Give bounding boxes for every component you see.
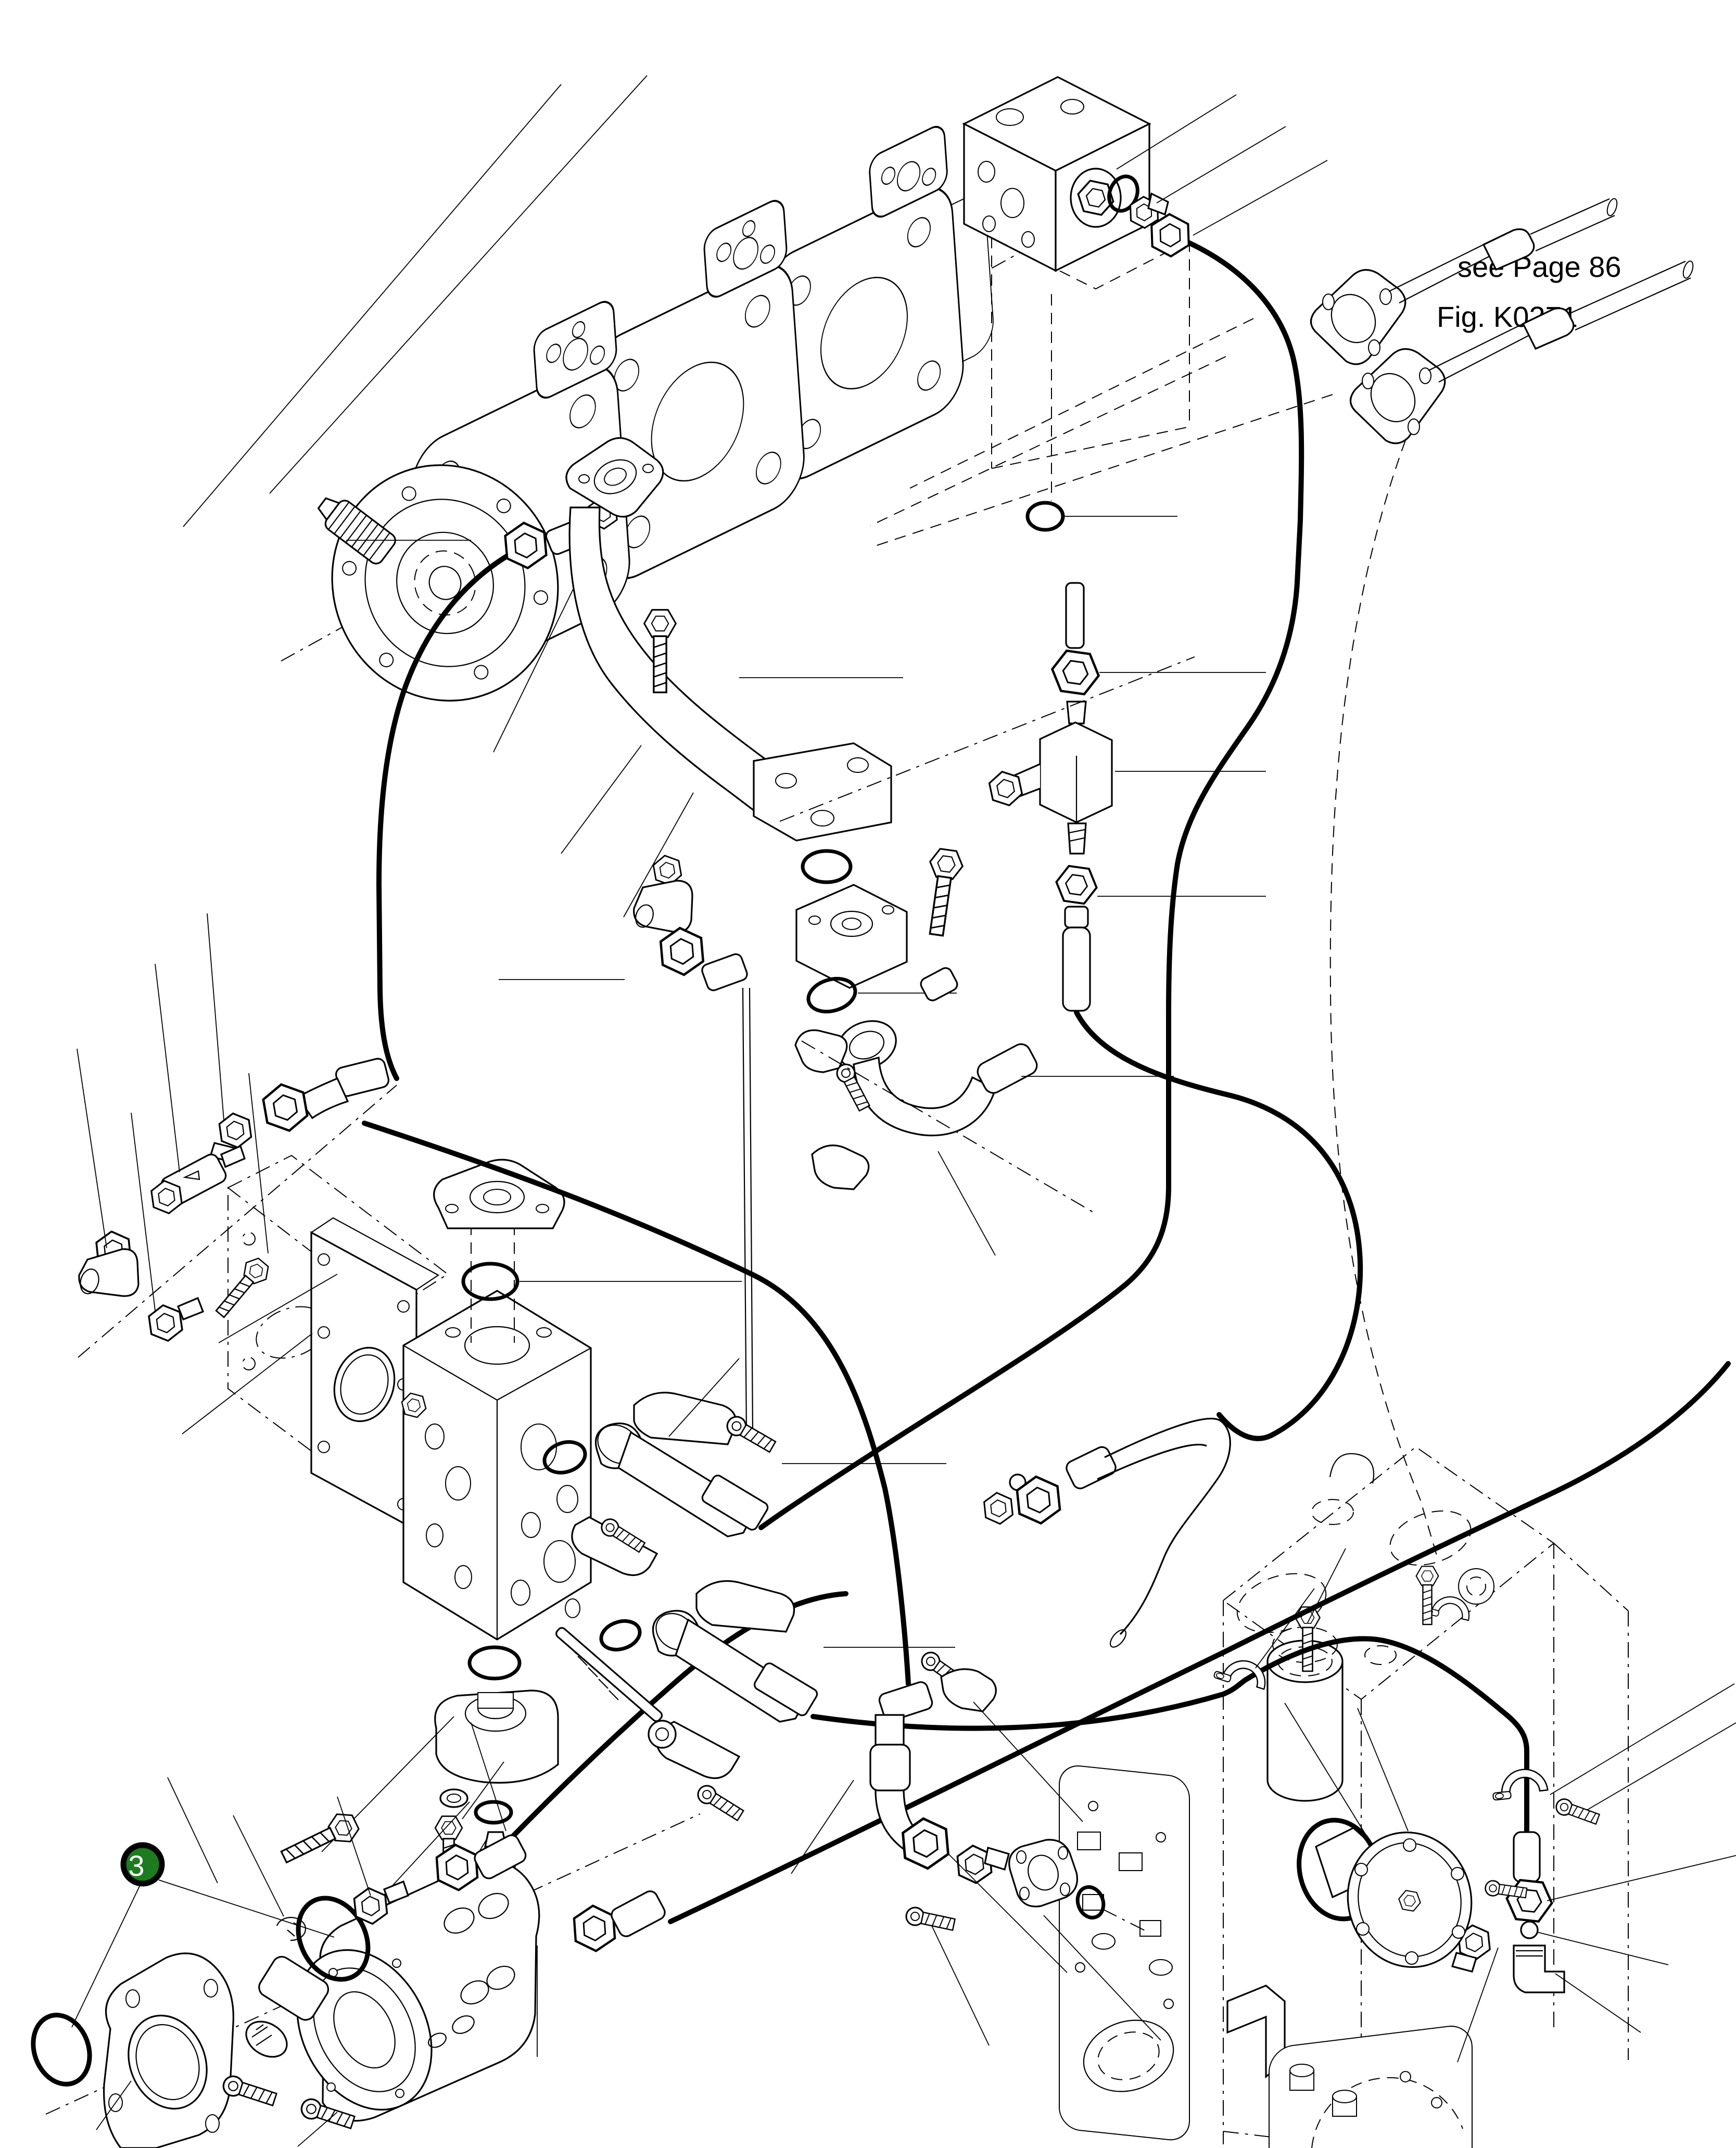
ref-flange-2	[1349, 260, 1694, 444]
hose-left-feed	[376, 545, 525, 1081]
gear-motor	[296, 1860, 540, 2122]
flange-elbow-tube	[565, 437, 892, 842]
elbow-90-fitting	[633, 852, 693, 933]
hose-to-tank	[810, 1636, 1529, 1834]
clamp-half-2	[811, 1145, 870, 1190]
elbow-hose	[256, 1058, 389, 1135]
flange-tube	[652, 1610, 818, 1723]
clamp-lower	[571, 1516, 658, 1577]
tank-fittings	[1213, 1548, 1736, 2063]
callout-badge-number: 3	[128, 1849, 144, 1882]
flange-tube	[594, 1422, 769, 1537]
elbow-fitting-90	[78, 1227, 140, 1297]
o-ring	[599, 1619, 642, 1651]
ref-flange-1	[1310, 198, 1618, 365]
manifold-block	[398, 1290, 592, 1641]
tank-bottom-plate	[1269, 2026, 1473, 2148]
page-reference-group: see Page 86 Fig. K0271	[870, 198, 1694, 1559]
gland-flange	[434, 1689, 559, 1784]
page-reference-note: see Page 86	[1458, 250, 1621, 283]
callout-badge-circle	[120, 1842, 165, 1887]
hose-cross-left	[362, 1121, 911, 1686]
tank-side-fitting	[1451, 1921, 1497, 1973]
clamp-stud	[555, 1627, 677, 1749]
motor-shaft	[245, 1955, 330, 2058]
tee-fitting-column	[779, 582, 1266, 1012]
hose-top-valve-to-manifold	[758, 234, 1304, 1530]
o-ring	[801, 849, 853, 884]
elbow-hose-end	[565, 1890, 666, 1956]
connector-fitting	[1053, 863, 1100, 906]
hose-sleeve	[1062, 926, 1091, 1012]
o-ring	[1107, 174, 1139, 213]
motor-mount-flange	[103, 1952, 234, 2148]
tank-return-stack	[1505, 1831, 1565, 1993]
manifold-group	[182, 1154, 742, 2052]
hoses	[362, 234, 1731, 1924]
circlip	[276, 1916, 306, 1941]
flanged-elbow-pipe	[837, 967, 1038, 1137]
upper-middle-cluster	[346, 437, 908, 989]
o-ring	[1075, 1885, 1106, 1920]
bottom-elbow-pipe-group	[791, 1648, 1161, 2046]
callout-3: 3	[71, 1842, 335, 2028]
clamp-upper	[695, 1580, 795, 1633]
port-flange-adapter	[433, 1159, 565, 1229]
round-cover-plate	[1297, 1817, 1473, 1968]
hose-tee-drop	[1074, 1010, 1363, 1441]
split-flange-tube-1	[542, 1358, 946, 1577]
o-ring	[461, 1262, 519, 1301]
main-pump-assembly	[183, 75, 1191, 702]
port-fitting	[347, 1880, 409, 1929]
left-fitting-chain	[77, 913, 397, 1358]
hose-end	[428, 1834, 527, 1895]
clamp-half	[940, 1668, 997, 1712]
pump-splined-shaft	[317, 497, 396, 565]
pilot-valve-block	[962, 76, 1151, 272]
pump-front-face	[331, 464, 559, 702]
clamp-half	[794, 1029, 848, 1073]
center-elbow-hose	[978, 1418, 1231, 1648]
adapter-block	[795, 884, 908, 989]
hose-sleeve	[878, 1681, 933, 1722]
union-nut	[1049, 649, 1101, 696]
o-ring-item-3	[296, 1896, 371, 1982]
hose-long-diagonal	[668, 1361, 1731, 1924]
pump-flange-3	[764, 186, 964, 480]
check-valve	[145, 1145, 246, 1217]
o-ring	[806, 976, 857, 1014]
four-bolt-flange	[1008, 1839, 1078, 1908]
union-fitting	[142, 1297, 205, 1345]
hose-clamp	[1490, 1766, 1549, 1801]
adapter-fitting	[949, 1840, 1010, 1888]
pilot-valve-cluster	[870, 76, 1328, 532]
tee-block	[984, 721, 1113, 855]
o-ring	[474, 1800, 513, 1825]
o-ring-item-3b	[31, 2013, 92, 2087]
o-ring	[467, 1645, 522, 1681]
center-cluster	[499, 848, 1174, 1256]
gear-motor-group	[31, 1722, 701, 2148]
split-flange-tube-2	[555, 1580, 955, 1824]
elbow-pipe	[869, 1714, 957, 1874]
o-ring	[542, 1440, 587, 1475]
o-ring	[1025, 501, 1065, 532]
